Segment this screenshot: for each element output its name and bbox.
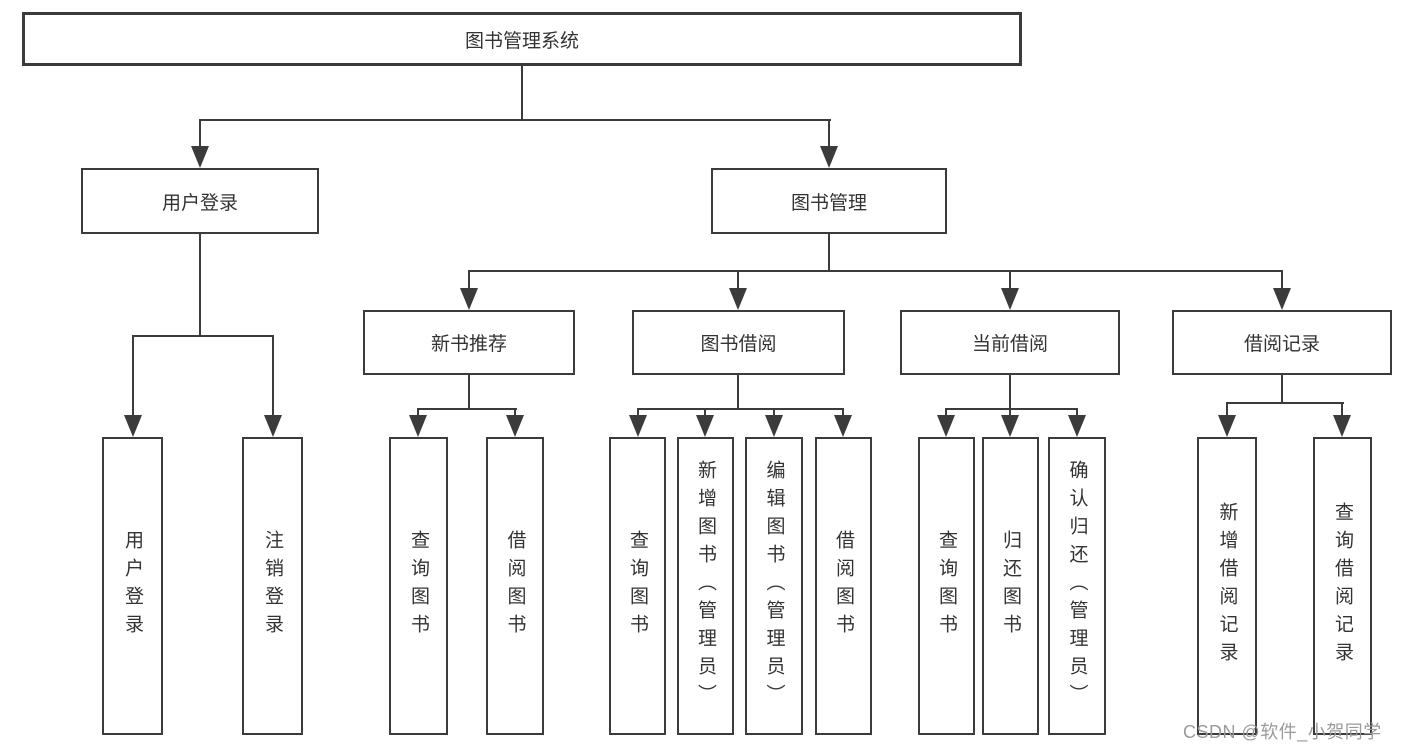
connector-line — [468, 272, 470, 288]
arrowhead-down-icon — [1001, 415, 1019, 437]
arrowhead-down-icon — [1218, 415, 1236, 437]
connector-line — [737, 375, 739, 409]
connector-line — [945, 410, 947, 415]
arrowhead-down-icon — [460, 288, 478, 310]
leaf-add-book-admin: 新增图书（管理员） — [677, 437, 734, 735]
node-borrowing-records: 借阅记录 — [1172, 310, 1392, 375]
arrowhead-down-icon — [629, 415, 647, 437]
leaf-return-books: 归还图书 — [982, 437, 1039, 735]
leaf-confirm-return-admin: 确认归还（管理员） — [1048, 437, 1106, 735]
connector-line — [521, 66, 523, 120]
connector-line — [1009, 375, 1011, 409]
arrowhead-down-icon — [937, 415, 955, 437]
connector-line — [468, 375, 470, 409]
arrowhead-down-icon — [191, 146, 209, 168]
leaf-logout-login: 注销登录 — [242, 437, 303, 735]
connector-line — [828, 121, 830, 146]
arrowhead-down-icon — [506, 415, 524, 437]
connector-line — [1226, 404, 1228, 415]
leaf-query-books-3: 查询图书 — [918, 437, 975, 735]
arrowhead-down-icon — [124, 415, 142, 437]
node-library-management-system: 图书管理系统 — [22, 12, 1022, 66]
node-new-book-recommendation: 新书推荐 — [363, 310, 575, 375]
connector-line — [417, 408, 517, 410]
leaf-user-login: 用户登录 — [102, 437, 163, 735]
node-book-management: 图书管理 — [711, 168, 947, 234]
arrowhead-down-icon — [765, 415, 783, 437]
connector-line — [1076, 410, 1078, 415]
connector-line — [1281, 272, 1283, 288]
leaf-query-books-2: 查询图书 — [609, 437, 666, 735]
connector-line — [199, 119, 831, 121]
connector-line — [199, 234, 201, 336]
connector-line — [704, 410, 706, 415]
connector-line — [272, 337, 274, 415]
connector-line — [842, 410, 844, 415]
node-current-borrowing: 当前借阅 — [900, 310, 1120, 375]
connector-line — [132, 335, 274, 337]
arrowhead-down-icon — [1001, 288, 1019, 310]
leaf-query-borrow-record: 查询借阅记录 — [1313, 437, 1372, 735]
connector-line — [1009, 410, 1011, 415]
arrowhead-down-icon — [409, 415, 427, 437]
connector-line — [1009, 272, 1011, 288]
node-user-login: 用户登录 — [81, 168, 319, 234]
connector-line — [1226, 402, 1344, 404]
connector-line — [737, 272, 739, 288]
arrowhead-down-icon — [834, 415, 852, 437]
node-book-borrowing: 图书借阅 — [632, 310, 845, 375]
connector-line — [1341, 404, 1343, 415]
connector-line — [199, 121, 201, 146]
connector-line — [514, 410, 516, 415]
connector-line — [468, 270, 1283, 272]
leaf-add-borrow-record: 新增借阅记录 — [1197, 437, 1257, 735]
leaf-query-books: 查询图书 — [389, 437, 448, 735]
arrowhead-down-icon — [820, 146, 838, 168]
connector-line — [417, 410, 419, 415]
connector-line — [132, 337, 134, 415]
arrowhead-down-icon — [696, 415, 714, 437]
arrowhead-down-icon — [1068, 415, 1086, 437]
leaf-borrow-books-2: 借阅图书 — [815, 437, 872, 735]
connector-line — [1281, 375, 1283, 403]
connector-line — [637, 410, 639, 415]
arrowhead-down-icon — [1273, 288, 1291, 310]
arrowhead-down-icon — [729, 288, 747, 310]
connector-line — [828, 234, 830, 272]
leaf-edit-book-admin: 编辑图书（管理员） — [745, 437, 803, 735]
csdn-watermark: CSDN @软件_小贺同学 — [1183, 722, 1382, 742]
arrowhead-down-icon — [1333, 415, 1351, 437]
connector-line — [773, 410, 775, 415]
arrowhead-down-icon — [264, 415, 282, 437]
leaf-borrow-books: 借阅图书 — [486, 437, 544, 735]
connector-line — [945, 408, 1078, 410]
connector-line — [637, 408, 844, 410]
